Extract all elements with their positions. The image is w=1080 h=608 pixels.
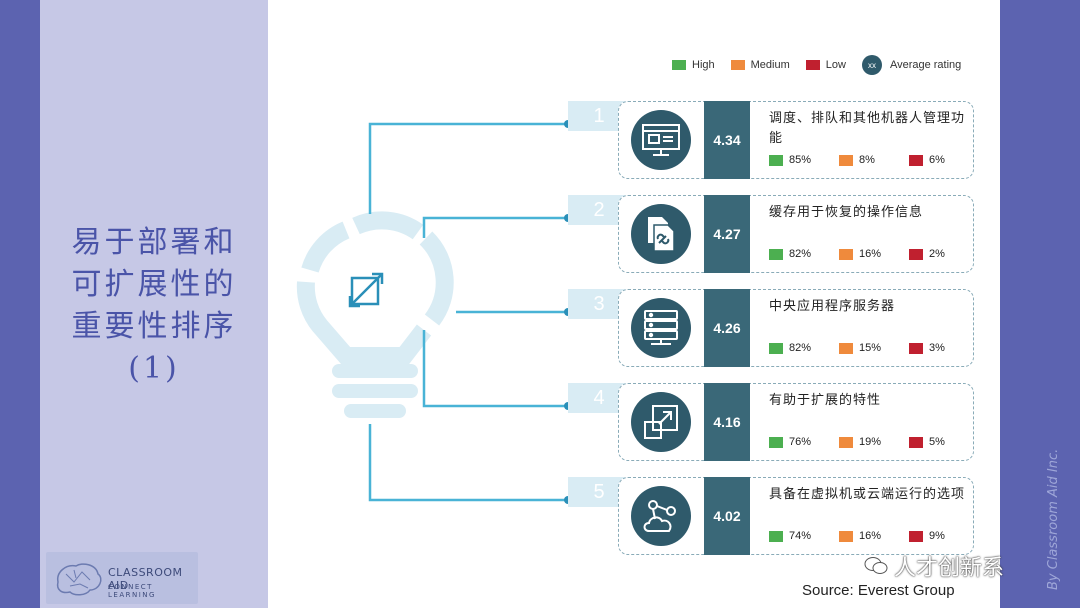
- medium-value: 15%: [859, 342, 882, 354]
- rating-breakdown: 85% 8% 6%: [769, 154, 969, 170]
- source-caption: Source: Everest Group: [802, 582, 955, 599]
- feature-card: 4.26 中央应用程序服务器 82% 15% 3%: [618, 289, 974, 367]
- high-value: 74%: [789, 530, 812, 542]
- medium-value: 16%: [859, 248, 882, 260]
- logo-brand: CLASSROOM AID: [108, 566, 183, 592]
- classroom-aid-logo: CLASSROOM AID CONNECT LEARNING: [46, 552, 198, 604]
- scale-up-icon: [631, 392, 691, 452]
- watermark: 人才创新系: [864, 550, 1004, 582]
- ranking-row-2: 2 4.27 缓存用于恢复的操作信息 82% 16% 2%: [568, 195, 978, 275]
- medium-value: 8%: [859, 154, 875, 166]
- title-line: 可扩展性的: [71, 267, 237, 302]
- ranking-row-1: 1 4.34 调度、排队和其他机器人管理功能 85% 8% 6%: [568, 101, 978, 181]
- cloud-network-icon: [631, 486, 691, 546]
- feature-label: 具备在虚拟机或云端运行的选项: [769, 487, 966, 502]
- high-pct: 82%: [769, 342, 811, 354]
- legend-medium-label: Medium: [750, 59, 790, 71]
- low-pct: 5%: [909, 436, 945, 448]
- legend: High Medium Low xx Average rating: [672, 55, 977, 75]
- legend-high: High: [672, 59, 715, 71]
- lightbulb-icon: [296, 211, 454, 418]
- ranking-row-5: 5 4.02 具备在虚拟机或云端运行的选项 74% 16% 9%: [568, 477, 978, 557]
- high-pct: 74%: [769, 530, 811, 542]
- medium-value: 16%: [859, 530, 882, 542]
- high-value: 82%: [789, 342, 812, 354]
- medium-swatch: [730, 60, 745, 70]
- feature-label: 中央应用程序服务器: [769, 299, 896, 314]
- rating-breakdown: 74% 16% 9%: [769, 530, 969, 546]
- medium-pct: 16%: [839, 248, 881, 260]
- low-value: 5%: [929, 436, 945, 448]
- high-pct: 76%: [769, 436, 811, 448]
- medium-pct: 19%: [839, 436, 881, 448]
- ranking-row-3: 3 4.26 中央应用程序服务器 82% 15% 3%: [568, 289, 978, 369]
- right-accent-bar: [1000, 0, 1080, 608]
- title-line: 重要性排序: [71, 309, 237, 344]
- low-value: 6%: [929, 154, 945, 166]
- low-pct: 6%: [909, 154, 945, 166]
- feature-label: 缓存用于恢复的操作信息: [769, 205, 924, 220]
- low-swatch: [805, 60, 820, 70]
- rating-breakdown: 76% 19% 5%: [769, 436, 969, 452]
- logo-tagline: CONNECT LEARNING: [108, 583, 156, 599]
- feature-label: 调度、排队和其他机器人管理功能: [769, 111, 966, 146]
- feature-card: 4.34 调度、排队和其他机器人管理功能 85% 8% 6%: [618, 101, 974, 179]
- left-panel: [40, 0, 268, 608]
- high-value: 76%: [789, 436, 812, 448]
- low-pct: 3%: [909, 342, 945, 354]
- legend-low: Low: [805, 59, 846, 71]
- low-value: 9%: [929, 530, 945, 542]
- feature-card: 4.16 有助于扩展的特性 76% 19% 5%: [618, 383, 974, 461]
- rating-breakdown: 82% 15% 3%: [769, 342, 969, 358]
- low-value: 2%: [929, 248, 945, 260]
- average-score: 4.27: [704, 195, 750, 273]
- medium-pct: 15%: [839, 342, 881, 354]
- high-pct: 85%: [769, 154, 811, 166]
- connector-lines: [368, 122, 568, 502]
- low-value: 3%: [929, 342, 945, 354]
- feature-card: 4.02 具备在虚拟机或云端运行的选项 74% 16% 9%: [618, 477, 974, 555]
- feature-card: 4.27 缓存用于恢复的操作信息 82% 16% 2%: [618, 195, 974, 273]
- high-swatch: [672, 60, 686, 70]
- average-score: 4.26: [704, 289, 750, 367]
- legend-high-label: High: [692, 59, 715, 71]
- average-score: 4.34: [704, 101, 750, 179]
- linked-documents-icon: [631, 204, 691, 264]
- medium-pct: 8%: [839, 154, 875, 166]
- legend-average-label: Average rating: [889, 59, 962, 71]
- ranking-row-4: 4 4.16 有助于扩展的特性 76% 19% 5%: [568, 383, 978, 463]
- server-stack-icon: [631, 298, 691, 358]
- average-score: 4.02: [704, 477, 750, 555]
- left-accent-bar: [0, 0, 40, 608]
- feature-label: 有助于扩展的特性: [769, 393, 882, 408]
- slide-title: 易于部署和 可扩展性的 重要性排序 (1): [40, 222, 268, 390]
- title-line: (1): [128, 351, 180, 386]
- medium-value: 19%: [859, 436, 882, 448]
- average-marker: xx: [861, 55, 882, 75]
- average-score: 4.16: [704, 383, 750, 461]
- brain-icon: [56, 563, 102, 596]
- title-line: 易于部署和: [71, 225, 237, 260]
- watermark-text: 人才创新系: [894, 556, 1005, 581]
- high-pct: 82%: [769, 248, 811, 260]
- high-value: 85%: [789, 154, 812, 166]
- legend-medium: Medium: [730, 59, 790, 71]
- high-value: 82%: [789, 248, 812, 260]
- wechat-icon: [864, 557, 888, 574]
- rating-breakdown: 82% 16% 2%: [769, 248, 969, 264]
- dashboard-screen-icon: [631, 110, 691, 170]
- low-pct: 9%: [909, 530, 945, 542]
- legend-low-label: Low: [825, 59, 846, 71]
- resize-arrows-icon: [348, 272, 384, 308]
- legend-average: xx Average rating: [861, 55, 962, 75]
- medium-pct: 16%: [839, 530, 881, 542]
- low-pct: 2%: [909, 248, 945, 260]
